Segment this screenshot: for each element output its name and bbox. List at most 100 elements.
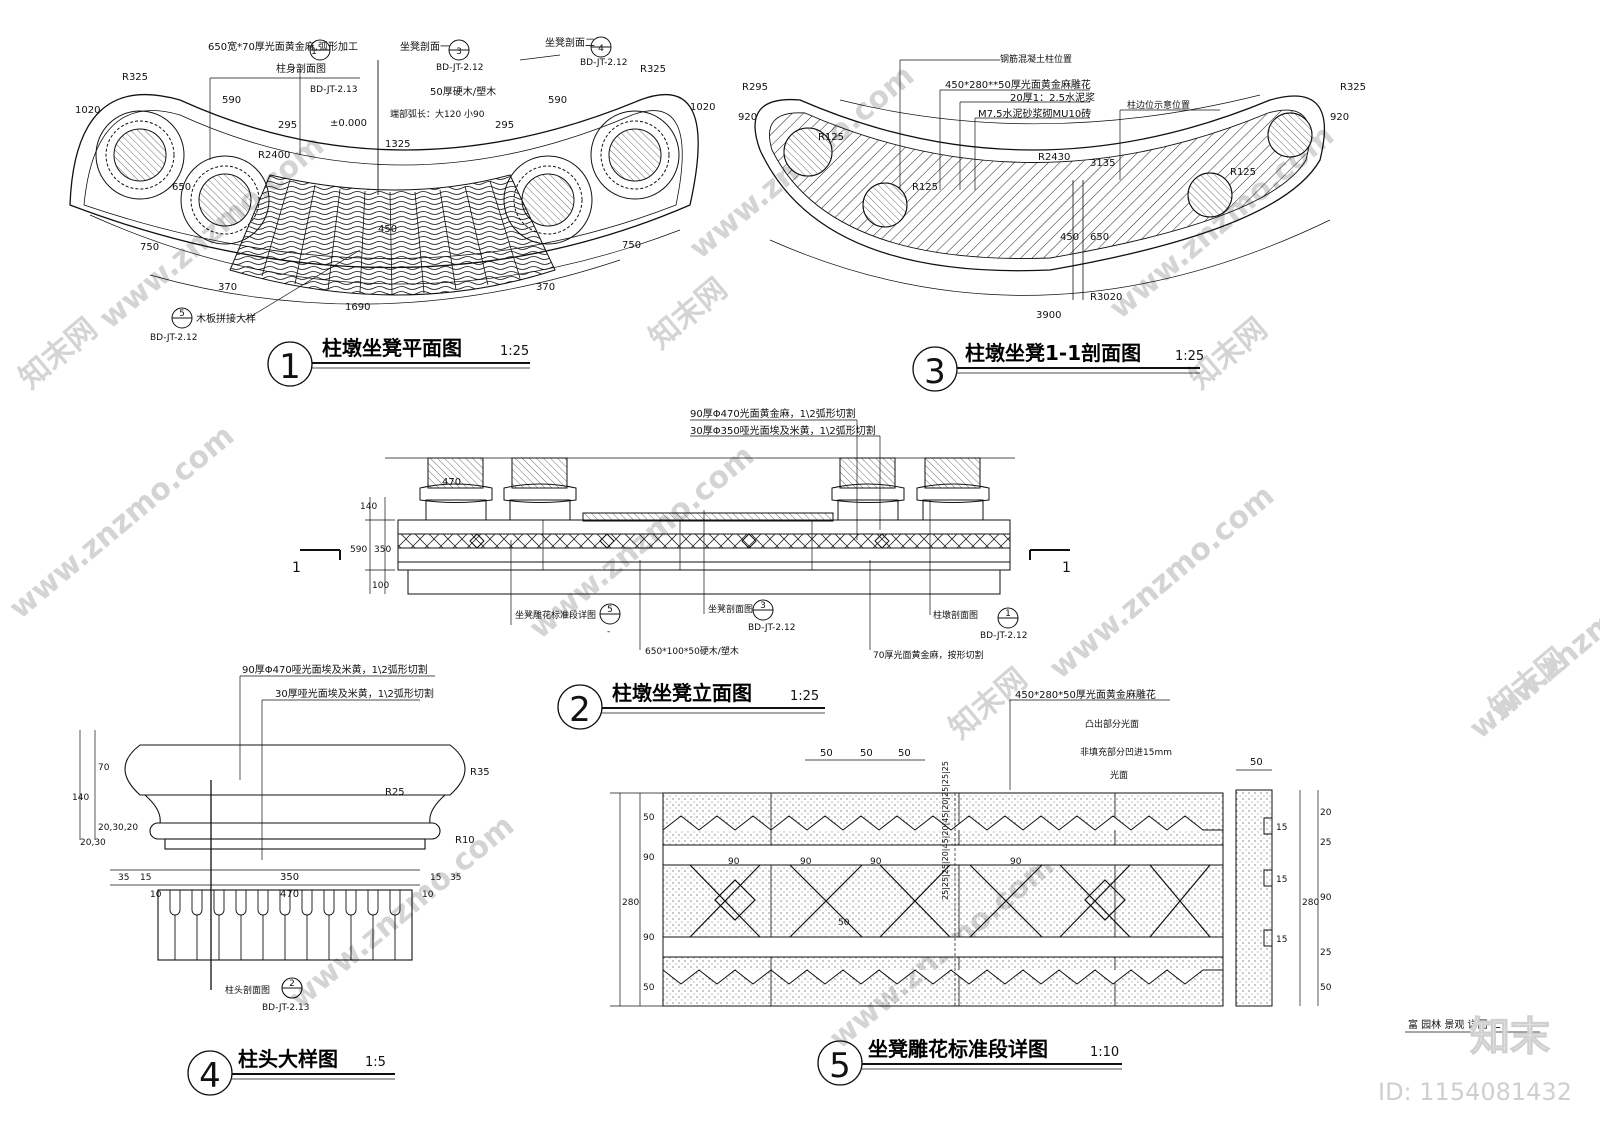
plan-ref-1-num: 1 (311, 47, 317, 57)
elev-ref-3-num: 3 (760, 601, 766, 611)
title-elevation-number: 2 (569, 690, 591, 730)
elev-note-col-section: 柱墩剖面图 (933, 609, 978, 621)
pillar-plan (180, 155, 270, 245)
elev-ref-5-code: - (607, 627, 610, 637)
capital-dim-10-right: 10 (422, 890, 434, 900)
column-elevation (831, 457, 905, 521)
column-elevation (916, 457, 990, 521)
capital-note-top2: 30厚哑光面埃及米黄，1\2弧形切割 (275, 687, 434, 700)
section-labels: 钢筋混凝土柱位置 450*280**50厚光面黄金麻雕花 20厚1：2.5水泥浆… (738, 53, 1366, 321)
plan-dim-r2400: R2400 (258, 150, 290, 161)
plan-note-col-section: 柱身剖面图 (276, 62, 326, 75)
pillar-plan (503, 155, 593, 245)
plan-dim-370-left: 370 (218, 282, 237, 293)
plan-note-granite: 650宽*70厚光面黄金麻,弧形加工 (208, 40, 358, 53)
elev-cut-right: 1 (1062, 560, 1071, 576)
elev-ref-3-code: BD-JT-2.12 (748, 623, 795, 633)
carving-dim-left-280: 280 (622, 898, 639, 908)
plan-dim-750-left: 750 (140, 242, 159, 253)
capital-dim-20-30-20: 20,30,20 (98, 823, 138, 833)
plan-dim-295-left: 295 (278, 120, 297, 131)
title-section: 3 柱墩坐凳1-1剖面图 1:25 (912, 341, 1204, 392)
section-dim-450: 450 (1060, 232, 1079, 243)
carving-dim-inner-90-d: 90 (1010, 857, 1022, 867)
title-plan-number: 1 (279, 347, 301, 387)
title-block-text: 富 园林 景观 详图 二 (1408, 1018, 1501, 1031)
carving-dim-top50-c: 50 (898, 748, 911, 759)
capital-view (79, 675, 466, 999)
title-elevation: 2 柱墩坐凳立面图 1:25 (557, 681, 825, 730)
plan-note-wood: 50厚硬木/塑木 (430, 86, 496, 98)
capital-dim-35-right: 35 (450, 873, 461, 883)
elev-dim-470: 470 (442, 477, 461, 488)
watermark-text: www.znzmo.com (1043, 478, 1281, 686)
plan-dim-1690: 1690 (345, 302, 370, 313)
carving-labels: 450*280*50厚光面黄金麻雕花 凸出部分光面 非填充部分凹进15mm 光面… (622, 688, 1332, 993)
title-carving-text: 坐凳雕花标准段详图 (868, 1037, 1048, 1061)
carving-note-stone: 450*280*50厚光面黄金麻雕花 (1015, 688, 1156, 701)
section-dim-920-left: 920 (738, 112, 757, 123)
title-elevation-text: 柱墩坐凳立面图 (612, 681, 752, 705)
title-section-number: 3 (924, 352, 946, 392)
brand-logo: 知末 (1470, 1014, 1551, 1061)
title-carving-number: 5 (829, 1046, 851, 1086)
plan-note-wood-joint: 木板拼接大样 (196, 312, 256, 325)
carving-note-recessed: 非填充部分凹进15mm (1080, 746, 1172, 758)
section-note-rc: 钢筋混凝土柱位置 (1000, 53, 1072, 65)
section-note-mortar: 20厚1：2.5水泥浆 (1010, 91, 1095, 104)
capital-dim-r35: R35 (470, 767, 490, 778)
plan-dim-590-left: 590 (222, 95, 241, 106)
carving-dim-side-20: 20 (1320, 808, 1332, 818)
carving-dim-top50-b: 50 (860, 748, 873, 759)
elev-note-granite: 70厚光面黄金麻，按形切割 (873, 649, 983, 661)
plan-dim-750-right: 750 (622, 240, 641, 251)
pillar-plan (95, 110, 185, 200)
elev-ref-1-code: BD-JT-2.12 (980, 631, 1027, 641)
capital-dim-470: 470 (280, 889, 299, 900)
carving-dim-recess-15-b: 15 (1276, 875, 1287, 885)
carving-dim-left-90-a: 90 (643, 853, 655, 863)
carving-dim-recess-15-c: 15 (1276, 935, 1287, 945)
column-elevation (503, 457, 577, 521)
capital-dim-15-right: 15 (430, 873, 441, 883)
column-elevation (419, 457, 493, 521)
elevation-view (300, 419, 1070, 650)
section-dim-r125-c: R125 (1230, 167, 1256, 178)
plan-ref-1-code: BD-JT-2.13 (310, 85, 357, 95)
title-block: 富 园林 景观 详图 二 (1405, 1018, 1540, 1033)
title-section-text: 柱墩坐凳1-1剖面图 (965, 341, 1141, 365)
carving-dim-inner-90-b: 90 (800, 857, 812, 867)
carving-dim-side-280: 280 (1302, 898, 1319, 908)
title-capital-scale: 1:5 (365, 1055, 386, 1070)
carving-dim-mid-chain: 25|25|25|20|45|20|45|20|25|25|25 (941, 761, 950, 900)
watermark-text: 知末网 (943, 661, 1034, 746)
watermark-text: www.znzmo.com (3, 418, 241, 626)
title-plan-text: 柱墩坐凳平面图 (322, 336, 462, 360)
plan-dim-450: 450 (378, 224, 397, 235)
plan-elevation-mark: ±0.000 (330, 118, 367, 129)
carving-dim-left-50-top: 50 (643, 813, 655, 823)
capital-ref-2-code: BD-JT-2.13 (262, 1003, 309, 1013)
section-note-col-hint: 柱边位示意位置 (1127, 99, 1190, 111)
capital-dim-15-left: 15 (140, 873, 151, 883)
section-note-carved: 450*280**50厚光面黄金麻雕花 (945, 78, 1091, 91)
carving-dim-recess-15-a: 15 (1276, 823, 1287, 833)
id-label: ID: 1154081432 (1378, 1078, 1572, 1106)
carving-dim-left-50-bottom: 50 (643, 983, 655, 993)
capital-dim-10-left: 10 (150, 890, 162, 900)
plan-dim-295-right: 295 (495, 120, 514, 131)
plan-note-bench-section-2: 坐凳剖面二 (545, 36, 595, 49)
elev-note-carved: 坐凳雕花标准段详图 (515, 609, 596, 621)
section-dim-r325: R325 (1340, 82, 1366, 93)
capital-dim-35-left: 35 (118, 873, 129, 883)
capital-dim-r25: R25 (385, 787, 405, 798)
title-plan-scale: 1:25 (500, 344, 529, 359)
plan-dim-590-right: 590 (548, 95, 567, 106)
capital-note-top1: 90厚Φ470哑光面埃及米黄，1\2弧形切割 (242, 663, 428, 676)
plan-labels: 650宽*70厚光面黄金麻,弧形加工 柱身剖面图 1 BD-JT-2.13 坐凳… (75, 36, 715, 343)
section-dim-r3020: R3020 (1090, 292, 1122, 303)
section-dim-650: 650 (1090, 232, 1109, 243)
elev-dim-100: 100 (372, 581, 389, 591)
plan-dim-650: 650 (172, 182, 191, 193)
title-elevation-scale: 1:25 (790, 689, 819, 704)
